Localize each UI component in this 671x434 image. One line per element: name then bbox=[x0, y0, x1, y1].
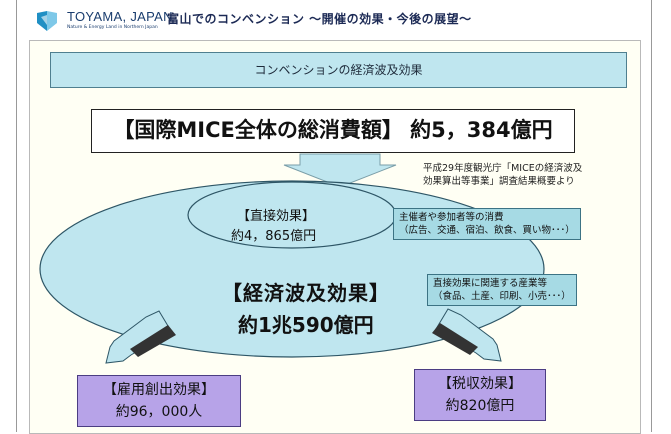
direct-effect-note-line: 主催者や参加者等の消費 bbox=[399, 212, 504, 223]
direct-effect-title: 【直接効果】 bbox=[237, 209, 316, 224]
down-arrow-icon bbox=[283, 153, 397, 188]
right-arrow-icon bbox=[432, 308, 502, 362]
page-title: 富山でのコンベンション ～開催の効果・今後の展望～ bbox=[167, 12, 472, 26]
source-note-line: 効果算出等事業」調査結果概要より bbox=[423, 176, 575, 187]
source-note-line: 平成29年度観光庁「MICEの経済波及 bbox=[423, 163, 583, 174]
employment-effect-value: 約96，000人 bbox=[115, 404, 203, 420]
slide: コンベンションの経済波及効果 【国際MICE全体の総消費額】 約5，384億円 … bbox=[29, 40, 641, 434]
header-bar: TOYAMA, JAPAN Nature & Energy Land in No… bbox=[17, 0, 651, 40]
total-consumption-box: 【国際MICE全体の総消費額】 約5，384億円 bbox=[91, 109, 575, 153]
source-note: 平成29年度観光庁「MICEの経済波及 効果算出等事業」調査結果概要より bbox=[423, 162, 623, 188]
employment-effect-title: 【雇用創出効果】 bbox=[103, 382, 215, 398]
spillover-effect-note: 直接効果に関連する産業等 （食品、土産、印刷、小売･･･） bbox=[427, 274, 577, 306]
tax-effect-box: 【税収効果】 約820億円 bbox=[414, 369, 546, 421]
spillover-effect-value: 約1兆590億円 bbox=[238, 313, 374, 337]
brand-tagline: Nature & Energy Land in Northern Japan bbox=[67, 25, 158, 30]
direct-effect-note: 主催者や参加者等の消費 （広告、交通、宿泊、飲食、買い物･･･） bbox=[393, 208, 581, 240]
document-frame: TOYAMA, JAPAN Nature & Energy Land in No… bbox=[16, 0, 652, 434]
brand-name: TOYAMA, JAPAN bbox=[67, 9, 173, 24]
spillover-effect-title: 【経済波及効果】 bbox=[222, 281, 390, 305]
tax-effect-title: 【税収効果】 bbox=[438, 376, 522, 392]
left-arrow-icon bbox=[105, 310, 176, 364]
toyama-logo-icon bbox=[37, 11, 57, 31]
direct-effect-note-line: （広告、交通、宿泊、飲食、買い物･･･） bbox=[399, 225, 575, 236]
direct-effect-value: 約4，865億円 bbox=[231, 229, 317, 244]
tax-effect-value: 約820億円 bbox=[445, 398, 515, 414]
spillover-effect-note-line: 直接効果に関連する産業等 bbox=[433, 278, 548, 289]
employment-effect-box: 【雇用創出効果】 約96，000人 bbox=[77, 375, 241, 427]
spillover-effect-note-line: （食品、土産、印刷、小売･･･） bbox=[433, 291, 571, 302]
slide-banner: コンベンションの経済波及効果 bbox=[50, 52, 627, 88]
